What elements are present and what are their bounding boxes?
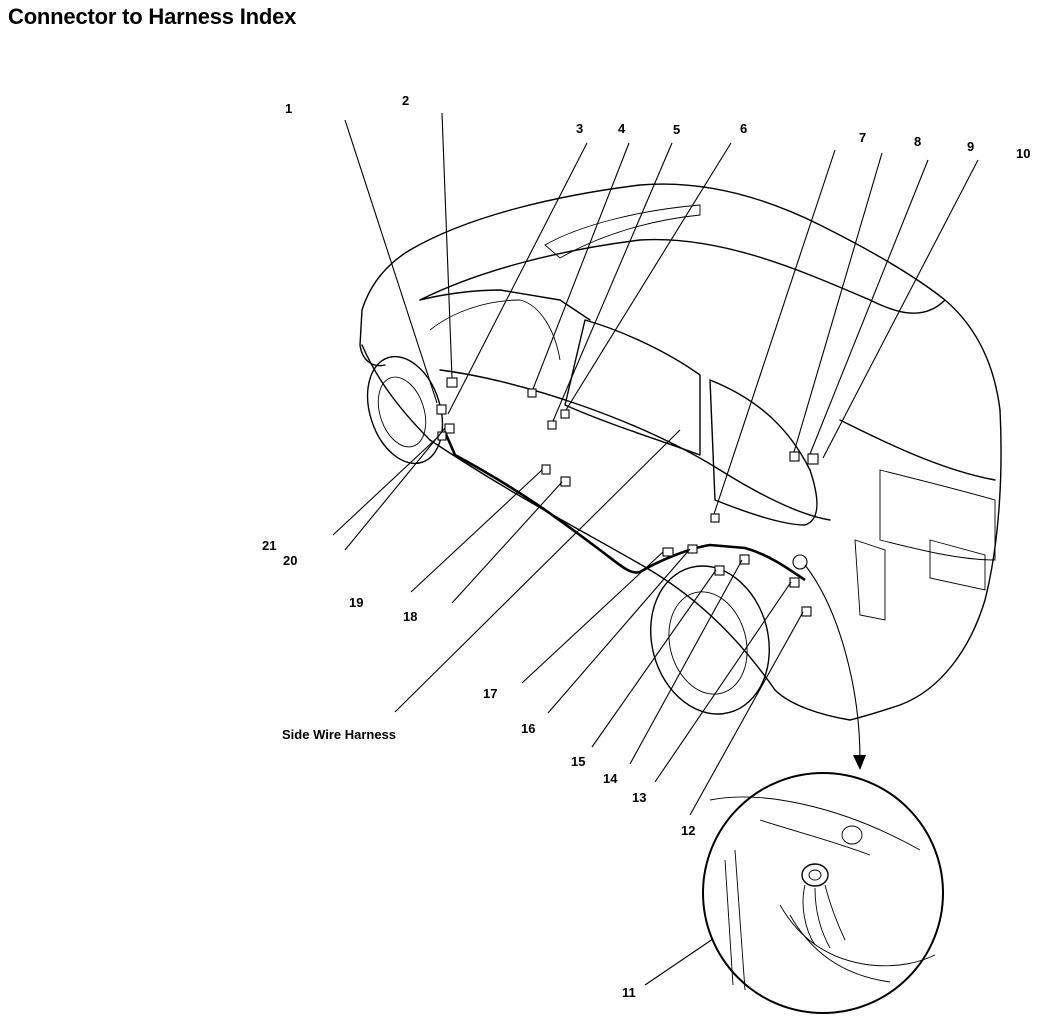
callout-16: 16 [521,721,535,736]
callout-4: 4 [618,121,626,136]
callout-15: 15 [571,754,585,769]
callout-labels: 1 2 3 4 5 6 7 8 9 10 11 12 13 14 15 16 1… [262,93,1030,1000]
callout-2: 2 [402,93,409,108]
callout-9: 9 [967,139,974,154]
rear-window [879,469,996,561]
license-plate-area [929,539,986,591]
callout-21: 21 [262,538,276,553]
callout-14: 14 [603,771,618,786]
front-wheel [366,355,444,465]
rear-wheel [650,565,770,715]
tail-light [854,539,886,621]
front-side-window [564,319,701,456]
grommet [801,863,829,887]
callout-18: 18 [403,609,417,624]
page-title: Connector to Harness Index [8,4,297,29]
callout-19: 19 [349,595,363,610]
side-wire-harness [443,431,806,582]
sunroof [544,204,701,259]
callout-3: 3 [576,121,583,136]
callout-6: 6 [740,121,747,136]
side-wire-harness-label: Side Wire Harness [282,727,396,742]
callout-17: 17 [483,686,497,701]
callout-8: 8 [914,134,921,149]
callout-20: 20 [283,553,297,568]
callout-1: 1 [285,101,292,116]
detail-inset [702,772,944,1014]
callout-7: 7 [859,130,866,145]
leader-lines [332,112,979,986]
callout-13: 13 [632,790,646,805]
callout-12: 12 [681,823,695,838]
rear-quarter-window [709,379,818,526]
connectors [436,377,819,617]
vehicle-outline [359,183,1002,721]
callout-11: 11 [622,985,636,1000]
callout-10: 10 [1016,146,1030,161]
callout-5: 5 [673,122,680,137]
